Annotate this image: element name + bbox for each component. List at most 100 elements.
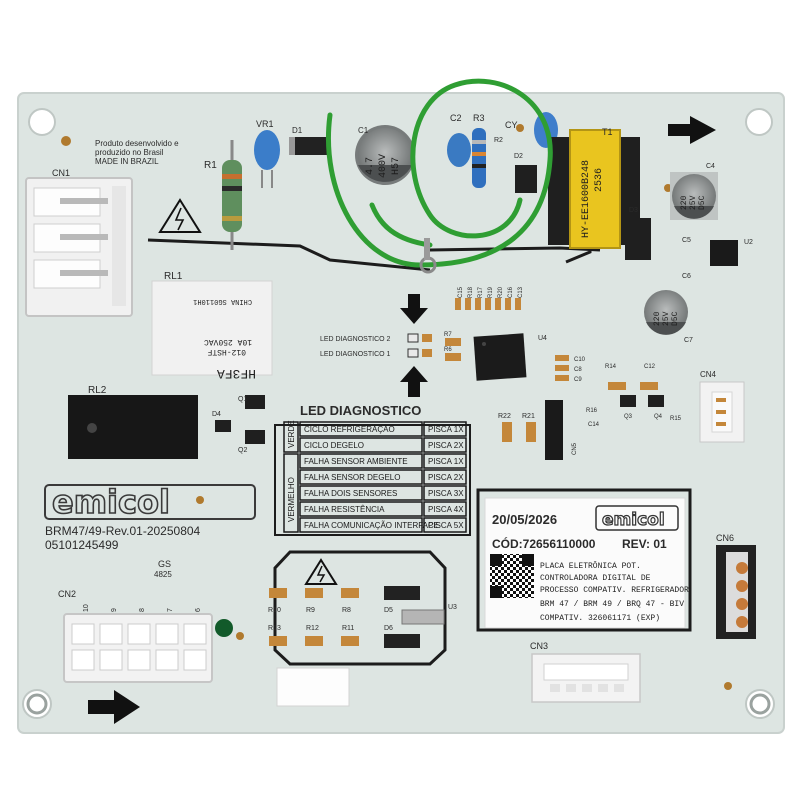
diag-group-red-cell <box>283 453 299 533</box>
c6-label: C6 <box>682 273 691 280</box>
model-text: BRM47/49-Rev.01-20250804 <box>45 524 201 538</box>
c7-marking-1: 220 <box>653 311 662 326</box>
t1-marking-1: HY-EE1600B248 <box>581 160 592 238</box>
c1-marking-3: H57 <box>391 157 402 175</box>
q4-transistor <box>648 395 664 407</box>
arrow-right-icon-bottom <box>88 690 140 724</box>
diag-row-blink: PISCA 5X <box>428 521 464 530</box>
u3-label: U3 <box>448 604 457 611</box>
small-passives <box>455 298 521 310</box>
rl1-relay <box>151 280 273 376</box>
diag-row-label-cell <box>299 485 423 501</box>
cn3-connector[interactable] <box>531 653 641 703</box>
sticker-rev: REV: 01 <box>622 537 667 551</box>
c4-marking-3: D5C <box>698 195 707 210</box>
cap-c16-label: C16 <box>508 286 514 298</box>
power-row-2 <box>269 634 420 648</box>
sticker-desc-2: CONTROLADORA DIGITAL DE <box>540 574 651 583</box>
q2-transistor <box>245 430 265 444</box>
cn2-pin-6: 6 <box>195 608 202 612</box>
d5-label: D5 <box>384 607 393 614</box>
d1-label: D1 <box>292 126 303 135</box>
u2-ic <box>710 240 738 266</box>
r10-label: R10 <box>268 607 281 614</box>
r13-label: R13 <box>268 625 281 632</box>
cn1-label: CN1 <box>52 168 70 178</box>
c4-capacitor <box>670 172 718 220</box>
diag-row-label: FALHA SENSOR AMBIENTE <box>304 457 408 466</box>
origin-text-2: produzido no Brasil <box>95 148 164 157</box>
emicol-logo: emicol <box>44 482 256 522</box>
res-r18-label: R18 <box>468 286 474 298</box>
u4-label: U4 <box>538 335 547 342</box>
u4-microcontroller <box>473 333 527 381</box>
r12-label: R12 <box>306 625 319 632</box>
c4-label: C4 <box>706 163 715 170</box>
cn3-label: CN3 <box>530 641 548 651</box>
cn4-label: CN4 <box>700 370 717 379</box>
r6-label: R6 <box>444 347 452 353</box>
diag-row-label-cell <box>299 421 423 437</box>
q3-label: Q3 <box>624 414 633 420</box>
serial-text: 05101245499 <box>45 538 119 552</box>
res-r17-label: R17 <box>478 286 484 298</box>
c12-label: C12 <box>644 364 656 370</box>
t1-transformer <box>548 129 640 249</box>
q3-transistor <box>620 395 636 407</box>
rl1-marking-3: 10A 250VAC <box>204 337 252 346</box>
rl1-marking-1: HF3FA <box>217 366 256 381</box>
sticker-date: 20/05/2026 <box>492 512 557 527</box>
cn6-connector[interactable] <box>716 545 756 639</box>
cn5-label: CN5 <box>572 442 578 455</box>
c5-label: C5 <box>682 237 691 244</box>
trace-lines <box>147 140 692 632</box>
rl1-marking-4: CHINA SG0110H1 <box>193 297 252 305</box>
diag-group-green: VERDE <box>287 420 296 448</box>
cn4-connector[interactable] <box>699 381 745 443</box>
c4-marking-2: 25V <box>689 195 698 210</box>
power-zone-outline <box>273 550 447 666</box>
diag-row-blink-cell <box>423 517 467 533</box>
d6-label: D6 <box>384 625 393 632</box>
c1-label: C1 <box>358 126 369 135</box>
r11-label: R11 <box>342 625 354 632</box>
diag-row-blink-cell <box>423 421 467 437</box>
d3-diode <box>625 218 651 260</box>
cn2-connector[interactable] <box>63 613 213 683</box>
d4-diode <box>215 420 231 432</box>
q4-label: Q4 <box>654 414 663 420</box>
u3-optocoupler <box>401 609 445 625</box>
arrow-up-icon <box>400 366 428 397</box>
diag-row-blink: PISCA 1X <box>428 457 464 466</box>
diag-row-blink-cell <box>423 453 467 469</box>
diag-row-blink-cell <box>423 469 467 485</box>
q1-label: Q1 <box>238 396 247 403</box>
cn1-connector[interactable] <box>25 177 133 317</box>
c7-capacitor <box>644 290 688 335</box>
r16-label: R16 <box>586 408 598 414</box>
cn2-label: CN2 <box>58 589 76 599</box>
d1-diode <box>289 137 327 155</box>
rl1-marking-2: 012-HSTF <box>207 347 246 356</box>
r8-label: R8 <box>342 607 351 614</box>
diag-row-blink-cell <box>423 485 467 501</box>
diag-row-label: FALHA RESISTÊNCIA <box>304 505 385 514</box>
res-r20-label: R20 <box>498 286 504 298</box>
green-led <box>215 619 233 637</box>
r15-label: R15 <box>670 416 682 422</box>
rl1-label: RL1 <box>164 271 183 282</box>
cn5-header[interactable] <box>545 400 563 460</box>
diag-row-blink-cell <box>423 501 467 517</box>
diag-row-blink-cell <box>423 437 467 453</box>
led-diagnostico-2-label: LED DIAGNOSTICO 2 <box>320 336 391 343</box>
diag-row-label: CICLO DEGELO <box>304 441 364 450</box>
diag-title: LED DIAGNOSTICO <box>300 403 421 418</box>
arrow-down-icon <box>400 294 428 324</box>
t1-label: T1 <box>602 127 613 137</box>
high-voltage-warning-icon <box>158 198 202 233</box>
c8-label: C8 <box>574 367 582 373</box>
diag-row-blink: PISCA 2X <box>428 441 464 450</box>
led-diagnostico-1-label: LED DIAGNOSTICO 1 <box>320 351 391 358</box>
res-r19-label: R19 <box>488 286 494 298</box>
